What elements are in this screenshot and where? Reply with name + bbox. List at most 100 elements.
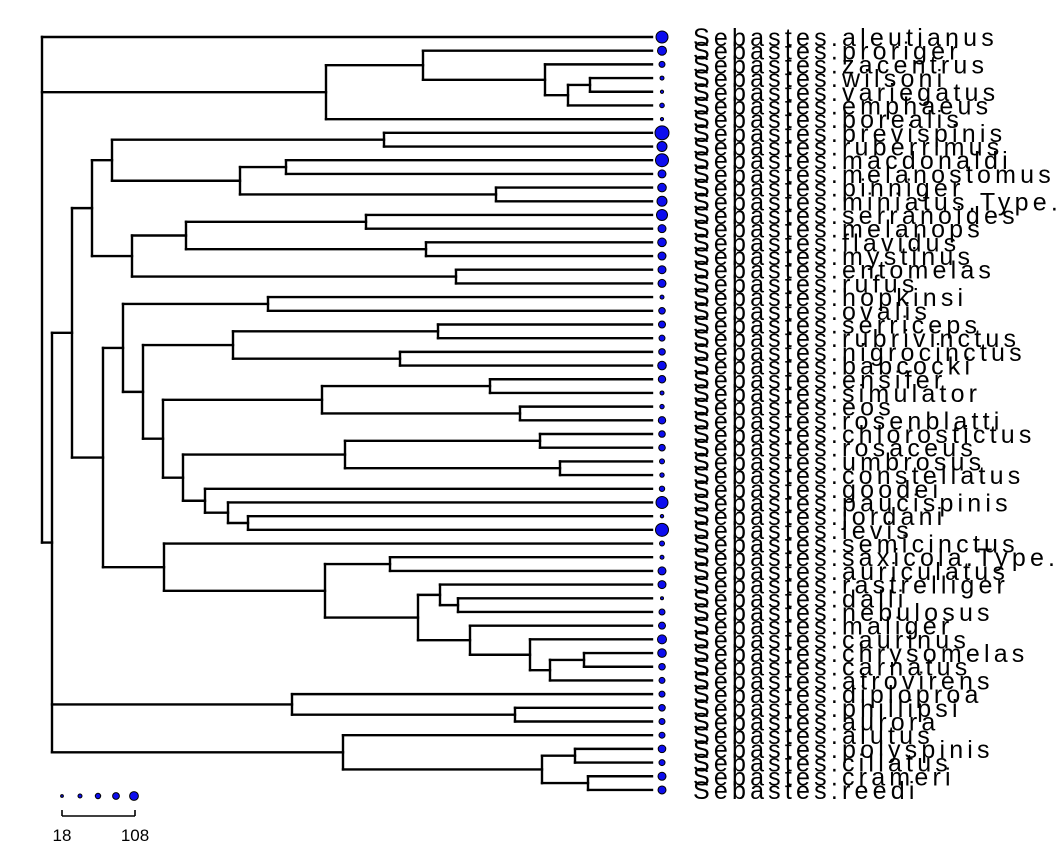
- tip-bubble: [659, 403, 665, 410]
- tip-labels: Sebastes.aleutianusSebastes.prorigerSeba…: [693, 24, 1056, 805]
- tip-label: Sebastes.zacentrus: [693, 51, 988, 79]
- legend-bubble: [60, 794, 64, 798]
- tip-bubble: [657, 648, 667, 658]
- tip-bubble: [658, 718, 666, 725]
- tip-bubble: [654, 125, 670, 141]
- tip-label: Sebastes.flavidus: [693, 229, 960, 257]
- tip-bubble: [657, 360, 667, 371]
- tip-label: Sebastes.ensifer: [693, 366, 946, 394]
- tip-label: Sebastes.emphaeus: [693, 92, 992, 120]
- tip-label: Sebastes.phillipsi: [693, 695, 962, 723]
- tip-bubble: [657, 169, 667, 179]
- legend-bubble: [129, 791, 139, 801]
- legend-max-label: 108: [121, 826, 149, 845]
- tip-bubble: [657, 566, 667, 576]
- tip-bubble: [657, 224, 667, 234]
- tip-label: Sebastes.goodei: [693, 476, 942, 504]
- tip-bubble: [658, 485, 666, 492]
- tip-bubble: [658, 443, 666, 452]
- tip-bubble: [658, 759, 666, 767]
- tip-label: Sebastes.aurora: [693, 709, 939, 737]
- tip-bubble: [660, 596, 664, 601]
- legend-bubble: [112, 792, 120, 800]
- tip-label: Sebastes.polyspinis: [693, 736, 994, 764]
- tip-label: Sebastes.semicinctus: [693, 531, 1019, 559]
- tip-bubble: [659, 117, 665, 122]
- tip-bubble: [657, 265, 667, 275]
- tip-label: Sebastes.entomelas: [693, 257, 995, 285]
- tip-bubble: [659, 89, 665, 94]
- tip-label: Sebastes.constellatus: [693, 462, 1024, 490]
- tip-label: Sebastes.melanostomus: [693, 161, 1055, 189]
- tip-label: Sebastes.macdonaldi: [693, 147, 1012, 175]
- tip-label: Sebastes.hopkinsi: [693, 284, 967, 312]
- tip-bubble: [657, 45, 667, 56]
- tip-label: Sebastes.aleutianus: [693, 24, 998, 52]
- tip-bubble: [657, 375, 667, 384]
- tip-label: Sebastes.mystinus: [693, 243, 974, 271]
- tip-bubble: [658, 676, 666, 684]
- tip-label: Sebastes.diploproa: [693, 681, 983, 709]
- tip-bubble: [658, 731, 666, 739]
- tip-bubble: [659, 294, 665, 300]
- tip-label: Sebastes.rosenblatti: [693, 407, 1004, 435]
- tree-edges: [40, 35, 654, 792]
- tip-bubble: [657, 278, 667, 288]
- tip-bubble: [657, 251, 667, 261]
- tip-bubble: [659, 540, 665, 547]
- tip-bubble: [658, 60, 666, 68]
- tip-label: Sebastes.carnatus: [693, 654, 971, 682]
- tip-label: Sebastes.eos: [693, 394, 895, 422]
- tip-label: Sebastes.babcocki: [693, 353, 974, 381]
- tip-bubble: [659, 458, 665, 465]
- tip-bubble: [658, 690, 666, 698]
- tip-bubble: [659, 554, 665, 560]
- tip-bubble: [658, 704, 666, 712]
- tip-bubble: [658, 334, 666, 342]
- tip-bubble: [659, 390, 665, 396]
- tip-bubble: [659, 75, 665, 81]
- tip-label: Sebastes.ciliatus: [693, 750, 952, 778]
- tip-bubble: [656, 208, 668, 221]
- tip-bubble: [657, 785, 667, 795]
- tip-label: Sebastes.serranoides: [693, 202, 1019, 230]
- tip-bubble: [657, 580, 667, 590]
- tip-label: Sebastes.rufus: [693, 270, 919, 298]
- tip-bubble: [657, 634, 667, 645]
- tip-label: Sebastes.rubrivinctus: [693, 325, 1020, 353]
- tip-bubble: [657, 182, 667, 193]
- tip-label: Sebastes.jordani: [693, 503, 946, 531]
- tip-label: Sebastes.ovalis: [693, 298, 931, 326]
- tip-label: Sebastes.borealis: [693, 106, 963, 134]
- tip-label: Sebastes.chlorostictus: [693, 421, 1036, 449]
- tip-bubble: [657, 416, 667, 425]
- legend-bubble: [77, 793, 83, 799]
- tip-label: Sebastes.simulator: [693, 380, 981, 408]
- tip-label: Sebastes.serriceps: [693, 311, 981, 339]
- tip-label: Sebastes.wilsoni: [693, 65, 946, 93]
- tip-bubble: [657, 744, 667, 754]
- tip-label: Sebastes.levis: [693, 517, 913, 545]
- tip-label: Sebastes.nebulosus: [693, 599, 994, 627]
- tip-bubble: [659, 472, 665, 478]
- tip-label: Sebastes.melanops: [693, 216, 984, 244]
- tip-label: Sebastes.nigrocinctus: [693, 339, 1026, 367]
- legend-bubble: [94, 792, 102, 800]
- tip-label: Sebastes.pinniger: [693, 175, 965, 203]
- tip-bubble: [658, 662, 666, 671]
- tip-bubble: [656, 141, 668, 153]
- tip-label: Sebastes.atrovirens: [693, 667, 994, 695]
- tip-bubble: [658, 608, 666, 616]
- tip-bubble: [656, 195, 668, 207]
- tip-label: Sebastes.paucispinis: [693, 489, 1012, 517]
- tip-bubble: [658, 621, 666, 630]
- tip-label: Sebastes.miniatus.Type.1: [693, 188, 1056, 216]
- tip-label: Sebastes.chrysomelas: [693, 640, 1029, 668]
- tip-bubble: [659, 513, 665, 519]
- tip-bubble: [655, 495, 669, 509]
- tip-label: Sebastes.caurinus: [693, 626, 970, 654]
- tip-bubble: [655, 153, 669, 168]
